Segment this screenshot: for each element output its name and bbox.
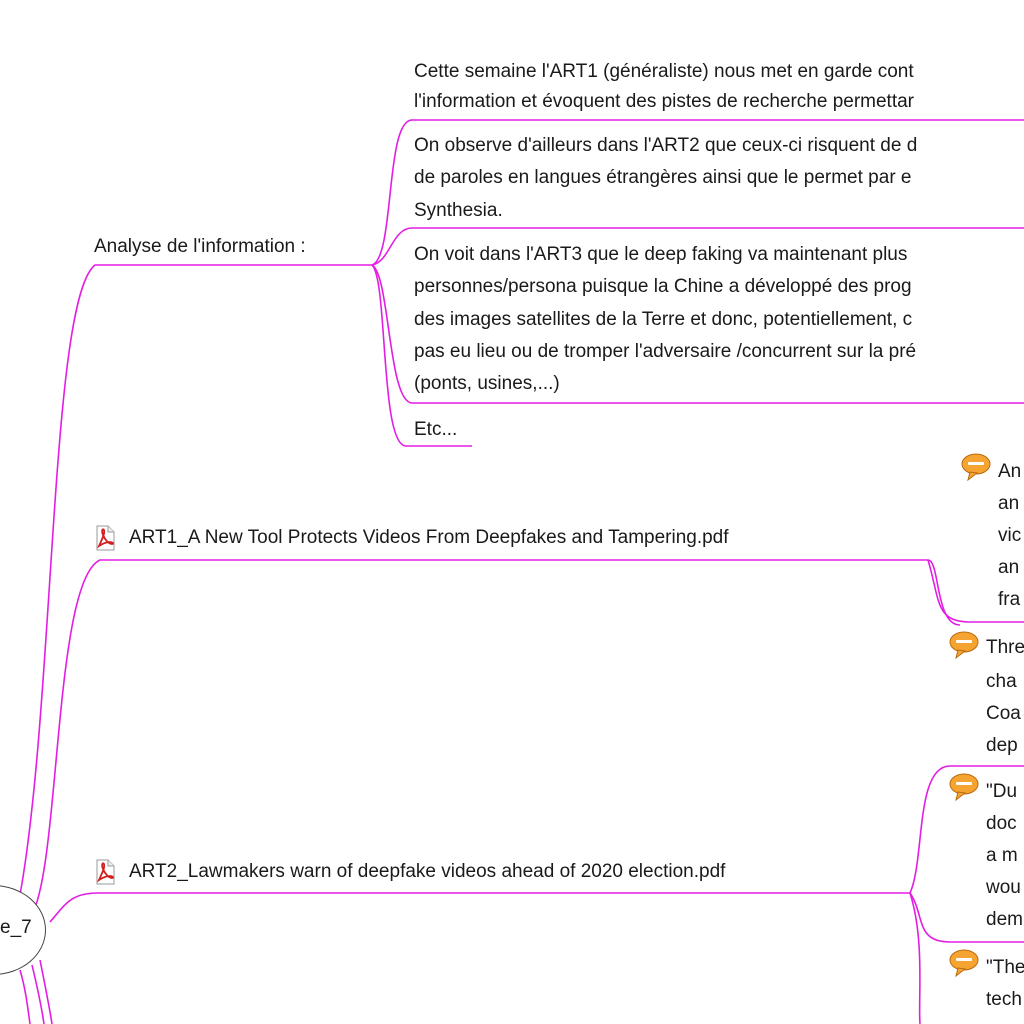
- comment-line: fra: [998, 589, 1021, 610]
- connector-art1-comment-2: [927, 559, 961, 626]
- note-line: personnes/persona puisque la Chine a dév…: [414, 276, 912, 297]
- connector-central-lower-3: [39, 959, 53, 1024]
- comment-line: Thre: [986, 637, 1024, 658]
- connector-central-to-art2: [49, 892, 910, 923]
- connector-analysis-note-4: [371, 264, 472, 447]
- analysis-topic[interactable]: Analyse de l'information :: [94, 237, 306, 256]
- comment-line: wou: [986, 877, 1021, 898]
- note-line: (ponts, usines,...): [414, 373, 560, 394]
- connector-analysis-note-1: [371, 119, 1024, 266]
- comment-line: "The: [986, 957, 1024, 978]
- note-line: Cette semaine l'ART1 (généraliste) nous …: [414, 61, 914, 82]
- pdf-icon: [96, 525, 115, 551]
- connector-central-to-art1: [33, 559, 928, 911]
- comment-line: cha: [986, 671, 1017, 692]
- connector-art1-comment-1: [927, 559, 1024, 623]
- comment-icon: [961, 453, 991, 482]
- comment-line: vic: [998, 525, 1022, 546]
- connector-art2-comment-3: [909, 892, 921, 1024]
- analysis-topic-label: Analyse de l'information :: [94, 236, 306, 257]
- central-topic-label: e_7: [0, 917, 32, 938]
- connector-analysis-note-3: [371, 264, 1024, 404]
- connector-art2-comment-2: [909, 892, 1024, 943]
- connector-central-lower-1: [19, 969, 31, 1024]
- note-line: des images satellites de la Terre et don…: [414, 309, 913, 330]
- note-line: pas eu lieu ou de tromper l'adversaire /…: [414, 341, 917, 362]
- comment-line: tech: [986, 989, 1022, 1010]
- connector-central-to-analysis: [19, 264, 372, 896]
- art2-topic-label: ART2_Lawmakers warn of deepfake videos a…: [129, 861, 726, 882]
- comment-line: a m: [986, 845, 1018, 866]
- note-line: de paroles en langues étrangères ainsi q…: [414, 167, 912, 188]
- note-line: Etc...: [414, 419, 458, 440]
- connector-art2-comment-1: [909, 765, 1024, 894]
- comment-line: an: [998, 493, 1020, 514]
- pdf-icon: [96, 859, 115, 885]
- comment-line: doc: [986, 813, 1017, 834]
- comment-icon: [949, 773, 979, 802]
- connector-central-lower-2: [31, 964, 45, 1024]
- note-line: Synthesia.: [414, 200, 503, 221]
- comment-line: dep: [986, 735, 1018, 756]
- comment-line: dem: [986, 909, 1023, 930]
- comment-line: An: [998, 461, 1022, 482]
- comment-line: "Du: [986, 781, 1018, 802]
- note-line: On voit dans l'ART3 que le deep faking v…: [414, 244, 908, 265]
- comment-line: an: [998, 557, 1020, 578]
- note-line: On observe d'ailleurs dans l'ART2 que ce…: [414, 135, 918, 156]
- note-line: l'information et évoquent des pistes de …: [414, 91, 915, 112]
- comment-line: Coa: [986, 703, 1021, 724]
- art1-topic-label: ART1_A New Tool Protects Videos From Dee…: [129, 527, 729, 548]
- comment-icon: [949, 949, 979, 978]
- connector-analysis-note-2: [371, 227, 1024, 266]
- comment-icon: [949, 631, 979, 660]
